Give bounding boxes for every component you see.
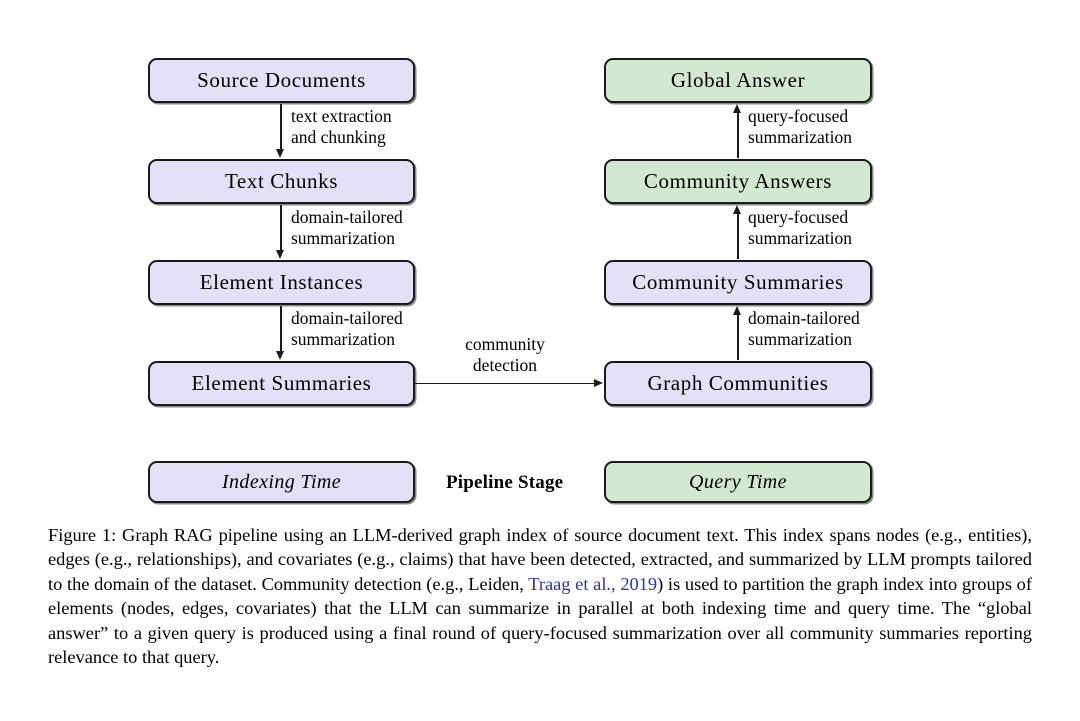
arrow-head-extraction [276, 149, 284, 158]
node-label: Global Answer [670, 68, 806, 92]
edge-label-line2: summarization [748, 329, 853, 350]
legend-label: Query Time [689, 470, 787, 493]
edge-label-line2: summarization [291, 228, 396, 249]
edge-label-summarization-1: domain-tailored summarization [291, 207, 403, 250]
edge-label-line1: domain-tailored [748, 308, 860, 328]
node-community-answers: Community Answers [604, 159, 872, 204]
node-label: Community Answers [643, 169, 833, 193]
legend-pipeline-stage-title: Pipeline Stage [446, 472, 564, 493]
edge-label-line1: text extraction [291, 106, 392, 126]
node-label: Community Summaries [632, 270, 844, 294]
node-global-answer: Global Answer [604, 58, 872, 103]
node-label: Element Instances [199, 270, 364, 294]
arrow-stem-domain-tailored [737, 314, 739, 360]
node-label: Source Documents [197, 68, 366, 92]
edge-label-line1: domain-tailored [291, 207, 403, 227]
arrow-stem-query-focused-2 [737, 213, 739, 259]
node-label: Element Summaries [191, 371, 372, 395]
node-community-summaries: Community Summaries [604, 260, 872, 305]
figure-caption: Figure 1: Graph RAG pipeline using an LL… [48, 523, 1032, 670]
edge-label-line1: community [465, 334, 545, 354]
arrow-stem-summarization-2 [280, 306, 282, 352]
node-element-instances: Element Instances [148, 260, 415, 305]
caption-text-part2: ) is used to partition the graph index i… [48, 573, 1033, 668]
edge-label-line2: and chunking [291, 127, 386, 148]
arrow-head-summarization-1 [276, 250, 284, 259]
edge-label-line1: query-focused [748, 207, 849, 227]
edge-label-community-detection: community detection [432, 334, 578, 377]
edge-label-line1: query-focused [748, 106, 849, 126]
arrow-stem-community-detection [415, 382, 595, 385]
arrow-stem-summarization-1 [280, 205, 282, 251]
legend-indexing-time: Indexing Time [148, 461, 415, 503]
edge-label-query-focused-2: query-focused summarization [748, 207, 852, 250]
edge-label-line1: domain-tailored [291, 308, 403, 328]
edge-label-query-focused-1: query-focused summarization [748, 106, 852, 149]
edge-label-line2: summarization [748, 127, 853, 148]
legend-label: Indexing Time [221, 470, 342, 493]
arrow-head-query-focused-2 [733, 205, 741, 214]
arrow-stem-extraction [280, 104, 282, 150]
node-graph-communities: Graph Communities [604, 361, 872, 406]
node-text-chunks: Text Chunks [148, 159, 415, 204]
edge-label-line2: summarization [748, 228, 853, 249]
edge-label-line2: summarization [291, 329, 396, 350]
caption-text-part1: Figure 1: Graph RAG pipeline using an LL… [48, 525, 1032, 594]
edge-label-summarization-2: domain-tailored summarization [291, 308, 403, 351]
figure-graph-rag-pipeline: Source Documents text extraction and chu… [148, 58, 872, 503]
arrow-stem-query-focused-1 [737, 112, 739, 158]
edge-label-line2: detection [472, 355, 538, 376]
node-label: Text Chunks [224, 169, 339, 193]
arrow-head-community-detection [594, 378, 603, 387]
node-label: Graph Communities [647, 371, 829, 395]
arrow-head-domain-tailored [733, 306, 741, 315]
arrow-head-summarization-2 [276, 351, 284, 360]
legend-query-time: Query Time [604, 461, 872, 503]
edge-label-extraction: text extraction and chunking [291, 106, 392, 149]
node-element-summaries: Element Summaries [148, 361, 415, 406]
edge-label-domain-tailored: domain-tailored summarization [748, 308, 860, 351]
node-source-documents: Source Documents [148, 58, 415, 103]
citation-link-traag[interactable]: Traag et al., 2019 [528, 573, 658, 594]
arrow-head-query-focused-1 [733, 104, 741, 113]
